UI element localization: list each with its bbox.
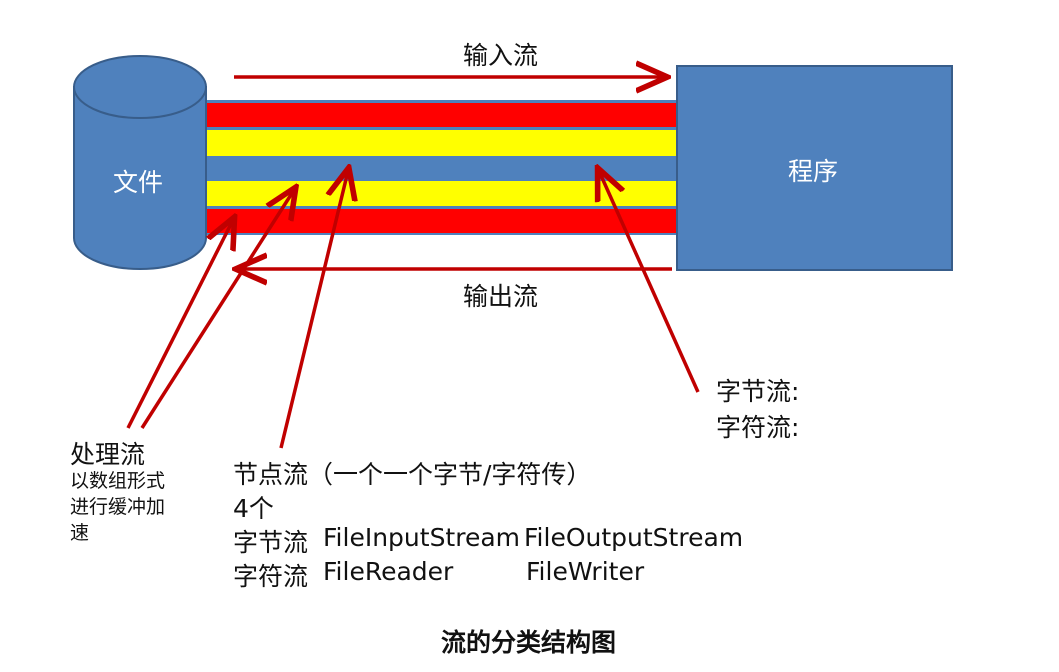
- file-output-stream: FileOutputStream: [524, 523, 744, 552]
- pipe-stripe-red-bottom: [200, 209, 678, 233]
- file-writer: FileWriter: [526, 557, 645, 586]
- pipe-stripe-yellow-top: [200, 130, 678, 156]
- byte-row-label: 字节流: [233, 528, 309, 557]
- processing-desc-line3: 速: [70, 522, 90, 544]
- file-input-stream: FileInputStream: [323, 523, 521, 552]
- processing-desc-line1: 以数组形式: [70, 470, 166, 492]
- processing-stream-title: 处理流: [70, 440, 146, 469]
- input-stream-label: 输入流: [463, 41, 539, 70]
- file-reader: FileReader: [323, 557, 454, 586]
- char-row-label: 字符流: [233, 562, 309, 591]
- output-stream-label: 输出流: [463, 282, 539, 311]
- node-stream-title: 节点流（一个一个字节/字符传）: [233, 460, 592, 489]
- byte-stream-label: 字节流:: [716, 377, 800, 406]
- byte-char-arrow: [599, 171, 700, 393]
- program-box: [676, 65, 953, 271]
- node-arrow: [279, 171, 348, 449]
- processing-arrow-1: [126, 220, 233, 429]
- processing-desc-line2: 进行缓冲加: [70, 496, 166, 518]
- file-cylinder: [73, 55, 207, 270]
- processing-arrow-2: [140, 190, 294, 429]
- char-stream-label: 字符流:: [716, 413, 800, 442]
- node-stream-count: 4个: [233, 494, 274, 523]
- pipe-stripe-red-top: [200, 103, 678, 127]
- file-label: 文件: [113, 168, 164, 197]
- program-label: 程序: [788, 157, 839, 186]
- diagram-caption: 流的分类结构图: [441, 628, 617, 657]
